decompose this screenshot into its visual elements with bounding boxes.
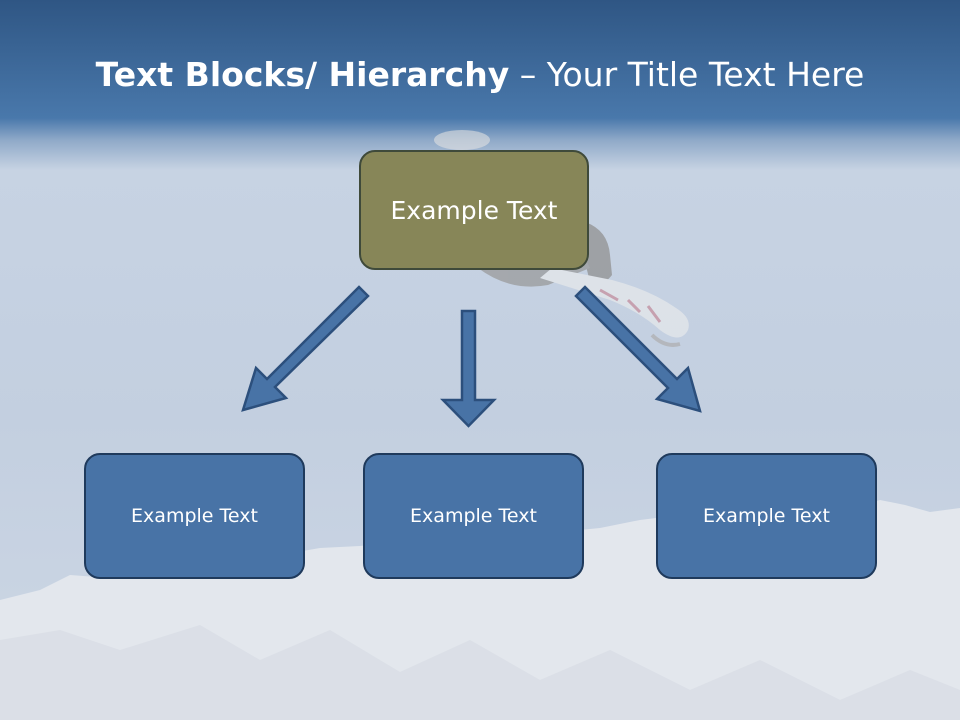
child-text-block-label: Example Text bbox=[703, 505, 830, 527]
snow-shading bbox=[0, 625, 960, 720]
child-text-block-label: Example Text bbox=[131, 505, 258, 527]
arrow-to-center-child[interactable] bbox=[440, 309, 497, 428]
arrow-to-right-child[interactable] bbox=[574, 285, 702, 413]
child-text-block-right[interactable]: Example Text bbox=[656, 453, 877, 579]
slide-title: Text Blocks/ Hierarchy – Your Title Text… bbox=[0, 52, 960, 98]
title-bold-part: Text Blocks/ Hierarchy bbox=[95, 55, 510, 94]
child-text-block-label: Example Text bbox=[410, 505, 537, 527]
snowboarder-figure bbox=[434, 130, 689, 347]
title-band: Text Blocks/ Hierarchy – Your Title Text… bbox=[0, 0, 960, 150]
title-dash: – bbox=[509, 55, 547, 94]
arrow-to-left-child[interactable] bbox=[241, 285, 370, 412]
root-text-block[interactable]: Example Text bbox=[359, 150, 589, 270]
title-rest-part: Your Title Text Here bbox=[546, 55, 865, 94]
child-text-block-center[interactable]: Example Text bbox=[363, 453, 584, 579]
child-text-block-left[interactable]: Example Text bbox=[84, 453, 305, 579]
root-text-block-label: Example Text bbox=[390, 195, 558, 225]
